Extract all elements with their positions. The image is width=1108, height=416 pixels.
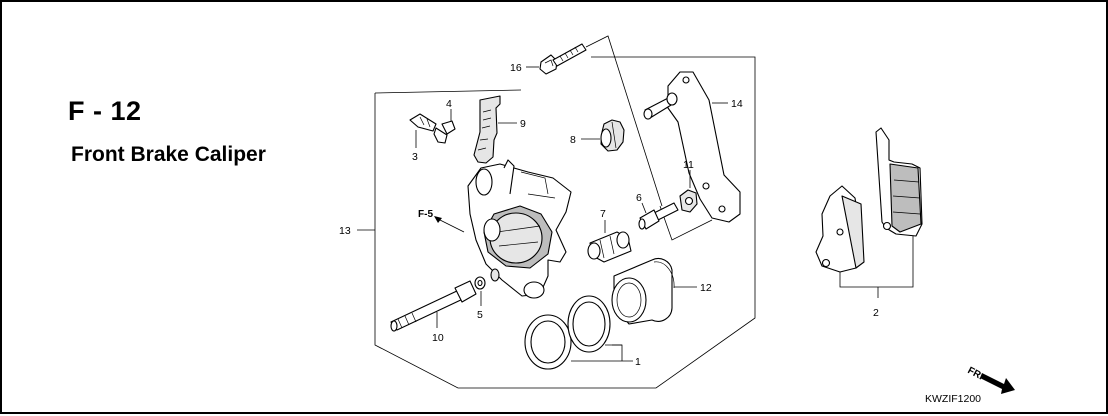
callout-16: 16: [510, 62, 522, 74]
drawing-code: KWZIF1200: [925, 393, 981, 405]
callout-5: 5: [477, 309, 483, 321]
callout-13: 13: [339, 225, 351, 237]
callout-8: 8: [570, 134, 576, 146]
part-5-nut: [490, 268, 500, 282]
part-5-sealing-washer: [474, 276, 486, 290]
front-direction-label: FR.: [966, 365, 986, 382]
callout-3: 3: [412, 151, 418, 163]
part-16-flange-bolt: [539, 43, 587, 75]
assembly-outline-top: [374, 89, 522, 94]
callout-2: 2: [873, 307, 879, 319]
page-title: Front Brake Caliper: [71, 143, 266, 166]
part-7-pin-bolt: [587, 231, 632, 263]
callout-10: 10: [432, 332, 444, 344]
reference-arrow-icon: [434, 216, 442, 223]
callout-4: 4: [446, 98, 452, 110]
reference-f5: F-5: [418, 209, 433, 220]
callout-1: 1: [635, 356, 641, 368]
part-9-pad-retainer: [473, 95, 501, 164]
part-14-caliper-bracket: [643, 71, 741, 223]
part-2-brake-pads: [815, 127, 923, 273]
part-10-slide-pin: [390, 280, 477, 332]
front-direction-arrow-icon: [980, 373, 1015, 394]
part-8-pin-boot: [600, 119, 625, 152]
callout-12: 12: [700, 282, 712, 294]
callout-14: 14: [731, 98, 743, 110]
callout-9: 9: [520, 118, 526, 130]
assembly-outline: [374, 56, 756, 389]
part-1-piston-seals: [524, 295, 611, 370]
part-3-bleeder-screw: [409, 113, 448, 144]
part-11-pad-spring: [679, 189, 698, 213]
callout-6: 6: [636, 192, 642, 204]
part-4-bleeder-cap: [441, 120, 456, 135]
part-12-piston: [611, 258, 675, 325]
part-6-slide-pin: [638, 202, 679, 230]
part-13-caliper-body: [467, 159, 572, 299]
page-code: F - 12: [68, 96, 142, 126]
callout-7: 7: [600, 208, 606, 220]
callout-11: 11: [683, 159, 694, 171]
